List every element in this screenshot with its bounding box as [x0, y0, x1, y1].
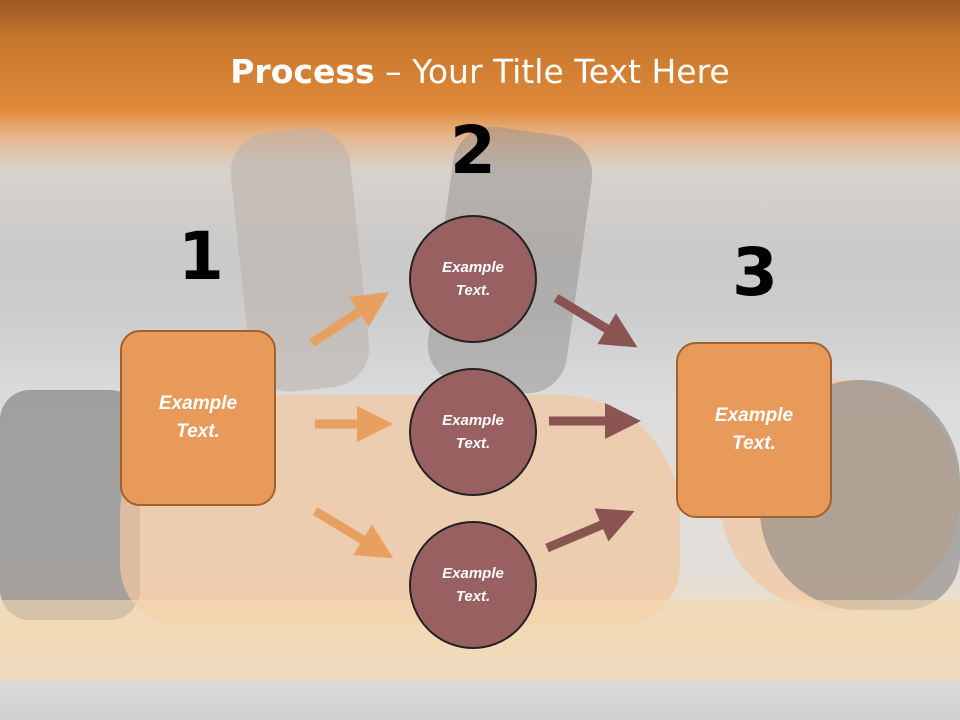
step-3-line2: Text.: [732, 433, 776, 454]
step-number-1: 1: [178, 218, 224, 295]
circle-bottom-line1: Example: [442, 564, 504, 582]
step-2-circle-middle[interactable]: Example Text.: [409, 368, 537, 496]
title-bold: Process: [230, 52, 375, 91]
step-3-box[interactable]: Example Text.: [676, 342, 832, 518]
title-rest: – Your Title Text Here: [374, 52, 730, 91]
arrow-right-icon: [553, 294, 638, 348]
step-2-circle-top[interactable]: Example Text.: [409, 215, 537, 343]
circle-top-line1: Example: [442, 258, 504, 276]
circle-middle-line2: Text.: [455, 435, 491, 452]
step-number-2: 2: [450, 112, 496, 189]
arrow-right-icon: [309, 292, 390, 347]
circle-middle-line1: Example: [442, 411, 504, 429]
circle-top-line2: Text.: [455, 282, 491, 299]
step-1-box[interactable]: Example Text.: [120, 330, 276, 506]
step-number-3: 3: [732, 234, 778, 311]
slide-title[interactable]: Process – Your Title Text Here: [0, 52, 960, 91]
step-1-line1: Example: [158, 392, 238, 414]
arrow-right-icon: [312, 507, 394, 559]
background-photo: [0, 390, 140, 620]
step-3-line1: Example: [714, 404, 794, 426]
arrow-right-icon: [545, 508, 635, 553]
step-1-line2: Text.: [176, 421, 220, 442]
step-2-circle-bottom[interactable]: Example Text.: [409, 521, 537, 649]
circle-bottom-line2: Text.: [455, 588, 491, 605]
